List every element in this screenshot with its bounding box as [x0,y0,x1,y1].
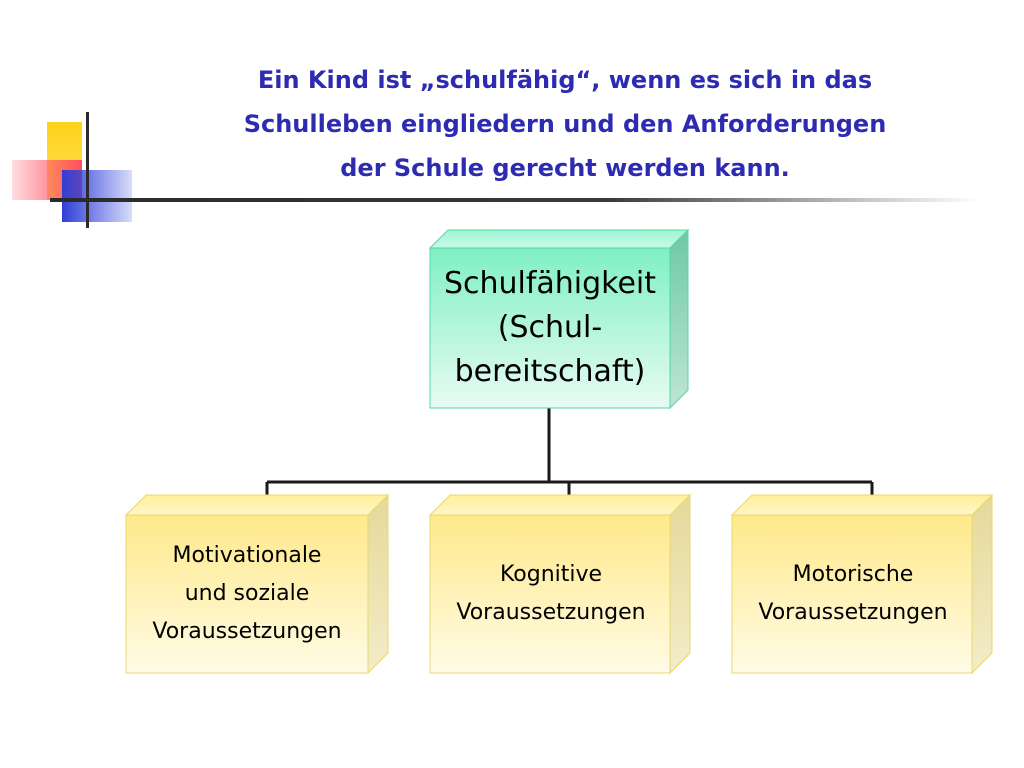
child-node-motivational: Motivationale und soziale Voraussetzunge… [126,515,368,673]
slide-title-line-3: der Schule gerecht werden kann. [340,154,790,182]
root-node-line-1: Schulfähigkeit [443,266,657,301]
slide-title-line-2: Schulleben eingliedern und den Anforderu… [243,110,887,138]
child-box-shape-2 [428,493,692,675]
root-node: Schulfähigkeit (Schul- bereitschaft) [430,248,670,408]
slide-title: Ein Kind ist „schulfähig“, wenn es sich … [140,58,990,190]
child-node-label: Kognitive Voraussetzungen [456,556,645,632]
child-node-line: Kognitive [499,562,603,587]
root-node-label: Schulfähigkeit (Schul- bereitschaft) [444,262,656,394]
child-node-line: Motivationale [172,543,322,568]
child-node-line: Voraussetzungen [152,619,342,644]
child-node-cognitive: Kognitive Voraussetzungen [430,515,672,673]
child-node-line: Voraussetzungen [456,600,646,625]
child-box-shape-3 [730,493,994,675]
child-node-line: Motorische [792,562,914,587]
decor-horizontal-rule [50,198,980,202]
root-box-shape [428,228,690,410]
root-node-line-2: (Schul- [497,310,603,345]
root-node-line-3: bereitschaft) [454,354,646,389]
child-box-shape-1 [124,493,390,675]
child-node-label: Motivationale und soziale Voraussetzunge… [152,537,341,651]
child-node-line: Voraussetzungen [758,600,948,625]
child-node-line: und soziale [184,581,310,606]
decor-blue-square [62,170,132,222]
child-node-motor: Motorische Voraussetzungen [732,515,974,673]
connector-lines [265,408,874,496]
slide-title-line-1: Ein Kind ist „schulfähig“, wenn es sich … [257,66,873,94]
decor-vertical-line [86,112,89,228]
child-node-label: Motorische Voraussetzungen [758,556,947,632]
